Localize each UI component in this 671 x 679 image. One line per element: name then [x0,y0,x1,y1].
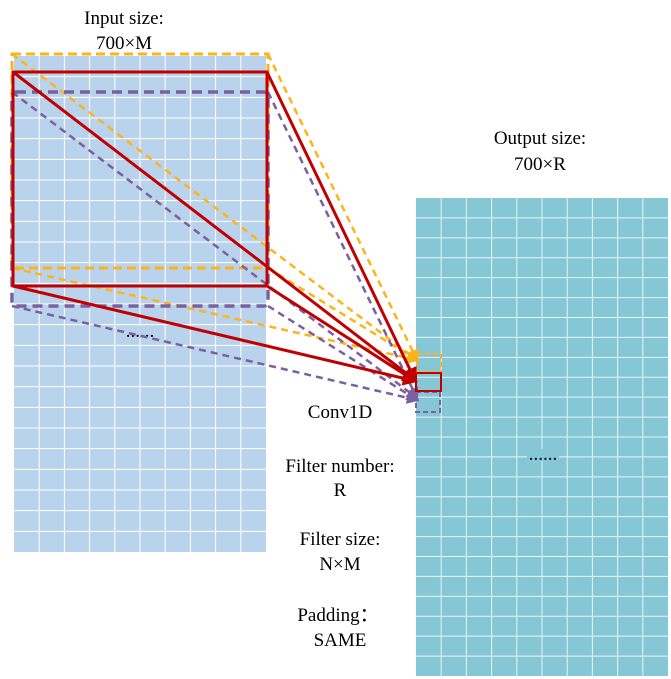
input-grid [14,56,266,552]
output-title: Output size: [494,128,586,149]
filter-size-value: N×M [319,554,360,575]
purple-line-bottom-left [11,304,420,404]
orange-line-top-right [266,53,419,363]
input-ellipsis: ...... [126,321,155,342]
output-ellipsis: ...... [529,444,558,465]
conv-label: Conv1D [308,402,372,423]
red-line-bottom-left [12,284,418,386]
purple-line-top-right [266,91,419,401]
red-line-bottom-right [266,284,418,383]
output-grid [416,198,668,676]
orange-line-top-left [11,53,419,362]
red-line-top-left [12,70,418,382]
output-size: 700×R [514,154,566,175]
purple-line-top-left [11,91,419,400]
padding-value: SAME [314,630,367,651]
red-filter-window [11,70,442,392]
purple-line-bottom-right [267,304,420,402]
filter-number-value: R [334,480,347,501]
input-size: 700×M [96,33,152,54]
orange-line-bottom-left [11,266,420,364]
filter-size-label: Filter size: [300,529,381,550]
input-matrix: ...... [14,56,266,552]
input-title: Input size: [84,8,164,29]
output-matrix: ...... [416,198,668,676]
padding-label: Padding： [297,605,378,626]
filter-number-label: Filter number: [285,456,394,477]
output-ellipsis-bg [527,449,559,461]
red-line-top-right [265,71,417,383]
red-input-window [11,70,269,288]
